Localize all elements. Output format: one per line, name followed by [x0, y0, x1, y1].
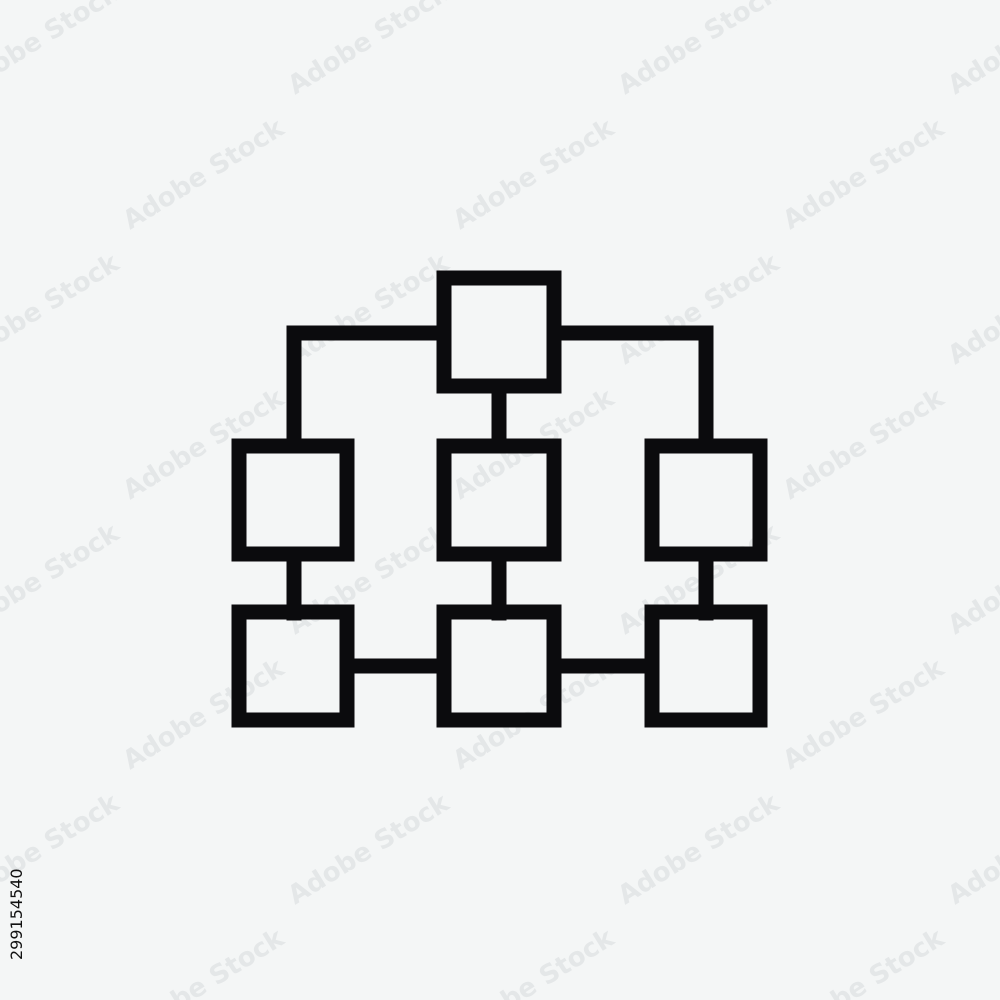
box-mid-center	[436, 438, 562, 562]
stock-id-label: 299154540	[7, 868, 26, 960]
box-top	[436, 270, 562, 394]
box-bottom-center	[436, 604, 562, 728]
box-bottom-left	[231, 604, 355, 728]
box-mid-right	[644, 438, 768, 562]
connector-top-right	[546, 325, 714, 454]
connector-top-left	[286, 325, 452, 454]
box-bottom-right	[644, 604, 768, 728]
box-mid-left	[231, 438, 355, 562]
